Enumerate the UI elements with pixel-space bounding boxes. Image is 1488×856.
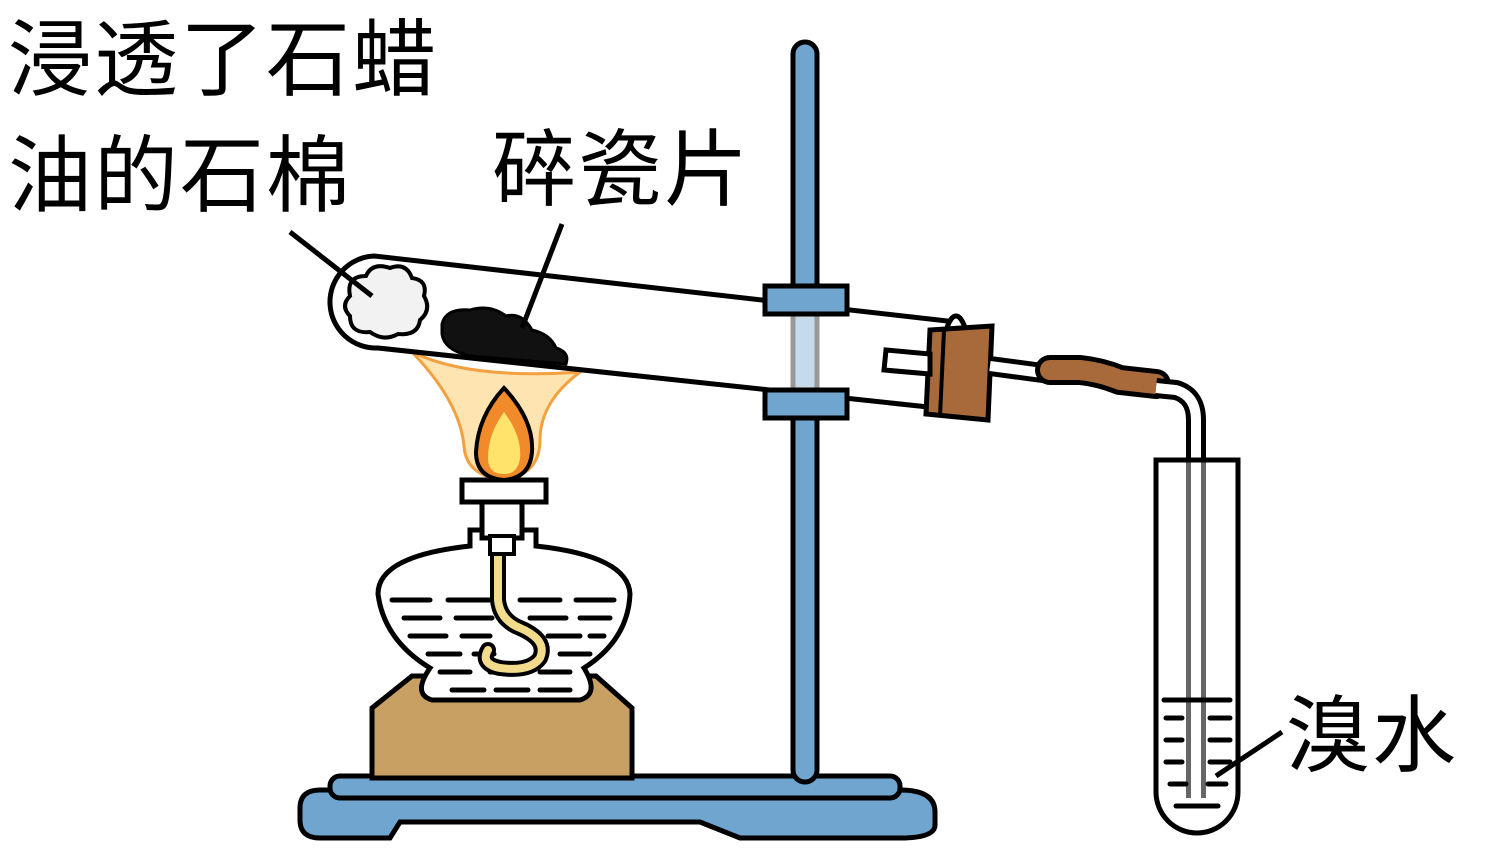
leader-asbestos: [288, 230, 374, 298]
porcelain-shards: [440, 306, 569, 366]
stand-base: [297, 773, 938, 841]
label-porcelain-shards: 碎瓷片: [492, 121, 751, 219]
leader-shards: [519, 223, 565, 329]
paraffin-asbestos: [343, 264, 430, 340]
clamp-upper: [762, 283, 850, 317]
stopper: [923, 323, 995, 423]
alcohol-lamp: [375, 477, 633, 703]
leader-bromine: [1214, 729, 1284, 779]
label-bromine-water: 溴水: [1286, 687, 1459, 785]
label-paraffin-asbestos-line2: 油的石棉: [8, 127, 353, 225]
receiving-test-tube: [1153, 457, 1241, 836]
delivery-tube: [988, 355, 1206, 798]
inner-glass-tube: [881, 347, 933, 377]
label-paraffin-asbestos-line1: 浸透了石蜡: [8, 11, 439, 109]
test-tube: [327, 253, 973, 419]
clamp-lower: [762, 387, 850, 421]
flame: [473, 385, 535, 483]
